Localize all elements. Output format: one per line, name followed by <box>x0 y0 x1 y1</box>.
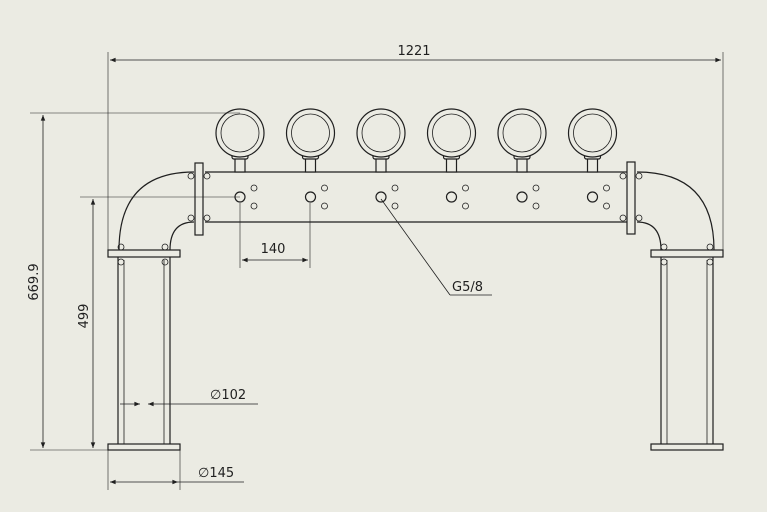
gauge <box>497 108 547 173</box>
bolt-hole <box>391 202 399 210</box>
left-base-plate <box>107 443 181 451</box>
bolt-hole <box>462 184 469 192</box>
bolt-hole <box>391 184 399 192</box>
dimension-label-overall-height: 669.9 <box>27 263 42 300</box>
right-pillar-flange <box>650 243 724 266</box>
bolt-hole <box>532 202 540 210</box>
dimension-label-overall-width: 1221 <box>397 44 430 59</box>
tap-hole-group <box>586 184 610 210</box>
tap-hole-row <box>234 184 610 210</box>
bolt-hole <box>250 184 258 192</box>
dimension-overall-width: 1221 <box>107 44 724 250</box>
bolt-hole <box>250 202 258 210</box>
gauge-row <box>215 108 618 173</box>
left-pillar-flange <box>107 243 181 266</box>
tap-hole <box>304 191 317 203</box>
dimension-base-diameter: ∅145 <box>107 450 244 490</box>
bolt-hole <box>603 184 610 192</box>
bolt-hole <box>462 202 469 210</box>
gauge <box>356 108 406 173</box>
right-base-plate <box>650 443 724 451</box>
tap-hole-group <box>375 184 399 210</box>
dimension-pipe-diameter: ∅102 <box>120 388 258 407</box>
bolt-hole <box>532 184 540 192</box>
dimension-label-base-diameter: ∅145 <box>198 466 234 481</box>
tap-hole-group <box>516 184 540 210</box>
right-pillar <box>660 255 714 449</box>
dimension-label-tap-spacing: 140 <box>261 242 286 257</box>
bolt-hole <box>603 202 610 210</box>
dimension-tap-spacing: 140 <box>239 203 311 268</box>
dimension-label-pipe-diameter: ∅102 <box>210 388 246 403</box>
bolt-hole <box>321 184 328 192</box>
left-tube-flange <box>187 162 211 236</box>
left-elbow <box>118 171 195 251</box>
gauge <box>426 108 477 173</box>
bolt-hole <box>321 202 328 210</box>
tap-hole <box>586 191 599 203</box>
gauge <box>285 108 336 173</box>
callout-label-tap-thread: G5/8 <box>452 280 483 295</box>
dimension-label-pillar-height: 499 <box>77 304 92 329</box>
right-tube-flange <box>619 161 643 235</box>
tap-hole-group <box>304 184 328 210</box>
tap-hole <box>516 191 528 203</box>
tap-hole <box>445 191 458 203</box>
dimension-pillar-height: 499 <box>77 196 240 449</box>
left-pillar <box>117 255 171 449</box>
gauge <box>215 108 265 173</box>
gauge <box>567 108 618 173</box>
right-elbow <box>636 171 715 251</box>
horizontal-tube <box>205 171 627 223</box>
dimension-overall-height: 669.9 <box>27 112 240 451</box>
tap-hole <box>375 191 387 203</box>
tap-hole-group <box>445 184 469 210</box>
callout-tap-thread: G5/8 <box>380 198 492 296</box>
